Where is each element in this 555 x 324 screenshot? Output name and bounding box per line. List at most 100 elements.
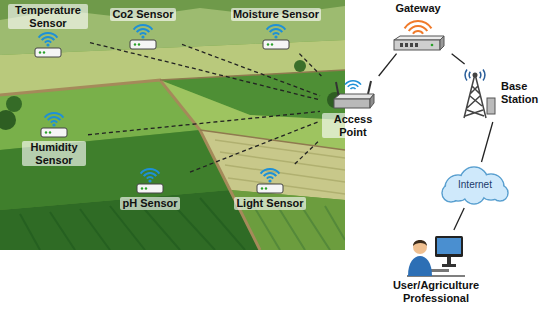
led bbox=[43, 52, 45, 54]
wireless-link bbox=[88, 111, 320, 134]
tower-top bbox=[473, 73, 478, 78]
connectors bbox=[88, 43, 493, 230]
sensor-icon bbox=[36, 110, 72, 140]
wifi-dot bbox=[148, 179, 151, 182]
port bbox=[400, 43, 403, 47]
led bbox=[431, 43, 434, 46]
wifi-dot bbox=[52, 123, 55, 126]
gateway-side bbox=[440, 36, 444, 50]
led bbox=[141, 187, 143, 189]
wifi-dot bbox=[141, 35, 144, 38]
tree bbox=[294, 60, 306, 72]
wifi-arc bbox=[350, 87, 356, 89]
port bbox=[410, 43, 413, 47]
led bbox=[138, 43, 140, 45]
wifi-arc bbox=[50, 120, 58, 123]
wifi-arc bbox=[479, 71, 481, 78]
wifi-dot bbox=[268, 179, 271, 182]
wifi-arc bbox=[139, 32, 147, 35]
field bbox=[0, 0, 345, 250]
router-side bbox=[370, 94, 374, 108]
path bbox=[0, 80, 260, 250]
wifi-arc bbox=[133, 24, 153, 30]
wifi-dot bbox=[46, 44, 49, 47]
wifi-arc bbox=[140, 168, 160, 174]
network-link bbox=[454, 208, 464, 230]
tower-frame bbox=[464, 74, 486, 118]
sensor-icon bbox=[252, 166, 288, 196]
user-icon bbox=[405, 232, 467, 278]
sensor-label: Temperature Sensor bbox=[8, 4, 88, 29]
wifi-arc bbox=[464, 69, 467, 81]
sensor-node: pH Sensor bbox=[112, 166, 188, 210]
sensor-body bbox=[41, 128, 67, 137]
network-link bbox=[379, 54, 397, 76]
wifi-arc bbox=[143, 172, 157, 177]
sensor-label: Co2 Sensor bbox=[110, 8, 175, 21]
tree bbox=[0, 110, 16, 130]
cloud-fill bbox=[443, 185, 459, 201]
sensor-label: Moisture Sensor bbox=[231, 8, 321, 21]
wifi-arc bbox=[47, 116, 61, 121]
wifi-arc bbox=[482, 69, 485, 81]
wifi-arc bbox=[44, 40, 52, 43]
path bbox=[160, 70, 345, 150]
led bbox=[267, 43, 269, 45]
wifi-arc bbox=[468, 71, 470, 78]
tree bbox=[6, 96, 22, 112]
cloud-label: Internet bbox=[458, 179, 492, 191]
user-workstation: User/Agriculture Professional bbox=[380, 232, 492, 304]
wifi-dot bbox=[274, 35, 277, 38]
wifi-arc bbox=[146, 176, 154, 179]
equipment-box bbox=[487, 98, 495, 114]
stand-base bbox=[442, 264, 456, 267]
cloud-fill bbox=[493, 186, 507, 200]
wireless-link bbox=[90, 43, 320, 100]
router-top bbox=[334, 94, 374, 99]
sensor-icon bbox=[132, 166, 168, 196]
led bbox=[265, 187, 267, 189]
sensor-icon bbox=[258, 22, 294, 52]
led bbox=[39, 52, 41, 54]
sensor-node: Temperature Sensor bbox=[8, 4, 88, 60]
stand bbox=[447, 257, 451, 264]
wifi-arc bbox=[136, 28, 150, 33]
gateway-icon bbox=[388, 16, 448, 52]
wifi-arc bbox=[344, 80, 361, 85]
access-point-icon bbox=[330, 78, 376, 112]
screen bbox=[437, 238, 461, 254]
sensor-node: Co2 Sensor bbox=[106, 8, 180, 52]
sensor-node: Humidity Sensor bbox=[22, 110, 86, 166]
led bbox=[145, 187, 147, 189]
sensor-body bbox=[130, 40, 156, 49]
body bbox=[408, 256, 432, 276]
sensor-body bbox=[35, 48, 61, 57]
device-label: Access Point bbox=[322, 113, 384, 138]
sensor-body bbox=[137, 184, 163, 193]
wireless-link bbox=[182, 44, 320, 95]
led bbox=[49, 131, 51, 133]
network-link bbox=[482, 122, 493, 162]
hair bbox=[413, 240, 427, 246]
wireless-link bbox=[299, 54, 321, 76]
wifi-arc bbox=[404, 20, 433, 29]
wifi-arc bbox=[269, 28, 283, 33]
wifi-arc bbox=[266, 24, 286, 30]
wifi-arc bbox=[260, 168, 280, 174]
monitor bbox=[435, 236, 463, 257]
device-label: Base Station bbox=[501, 80, 547, 105]
field bbox=[0, 190, 260, 250]
keyboard bbox=[431, 269, 449, 272]
wifi-arc bbox=[272, 32, 280, 35]
crop-rows bbox=[20, 198, 245, 250]
base-station: Base Station bbox=[455, 66, 547, 120]
access-point: Access Point bbox=[322, 78, 384, 138]
wifi-arc bbox=[44, 112, 64, 118]
field bbox=[230, 190, 345, 250]
led bbox=[271, 43, 273, 45]
internet-cloud: Internet bbox=[438, 164, 512, 206]
led bbox=[45, 131, 47, 133]
wifi-arc bbox=[266, 176, 274, 179]
network-link bbox=[452, 54, 465, 64]
user-label: User/Agriculture Professional bbox=[380, 279, 492, 304]
